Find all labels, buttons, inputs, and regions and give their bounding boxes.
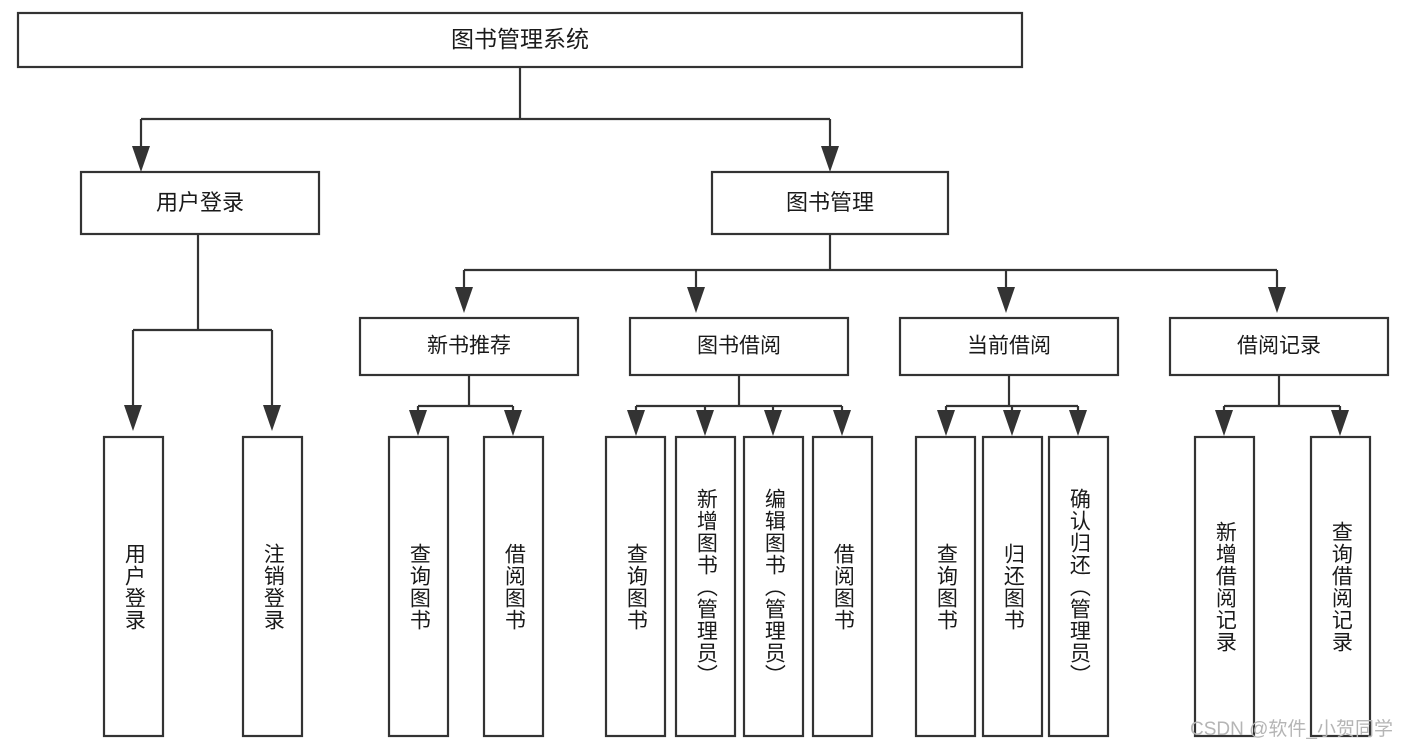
leaf-box-user-login[interactable] <box>102 435 165 738</box>
arrow-to-leaf-return-book <box>1003 410 1021 436</box>
arrow-to-leaf-add-record <box>1215 410 1233 436</box>
arrow-to-user-login <box>132 146 150 172</box>
connectors-borrow-record-to-leaves <box>1215 375 1349 436</box>
connectors-user-login-to-leaves <box>124 234 281 431</box>
leaf-box-query-book-1[interactable] <box>387 435 450 738</box>
connectors-book-borrow-to-leaves <box>627 375 851 436</box>
connectors-new-book-recommend-to-leaves <box>409 375 522 436</box>
node-book-borrow[interactable]: 图书借阅 <box>628 316 850 377</box>
arrow-to-current-borrow <box>997 287 1015 313</box>
node-book-borrow-label: 图书借阅 <box>697 335 781 358</box>
leaf-box-query-book-3[interactable] <box>914 435 977 738</box>
leaf-box-borrow-book-1[interactable] <box>482 435 545 738</box>
leaf-box-borrow-book-2[interactable] <box>811 435 874 738</box>
arrow-to-leaf-query-book-3 <box>937 410 955 436</box>
arrow-to-leaf-confirm-return <box>1069 410 1087 436</box>
arrow-to-leaf-user-login <box>124 405 142 431</box>
leaf-box-return-book[interactable] <box>981 435 1044 738</box>
arrow-to-leaf-edit-book <box>764 410 782 436</box>
node-book-manage-label: 图书管理 <box>786 190 874 215</box>
arrow-to-new-book-recommend <box>455 287 473 313</box>
leaf-box-add-record[interactable] <box>1193 435 1256 738</box>
node-borrow-record[interactable]: 借阅记录 <box>1168 316 1390 377</box>
node-current-borrow[interactable]: 当前借阅 <box>898 316 1120 377</box>
node-new-book-recommend-label: 新书推荐 <box>427 335 511 358</box>
leaf-box-user-logout[interactable] <box>241 435 304 738</box>
node-root-label: 图书管理系统 <box>451 26 589 52</box>
arrow-to-leaf-add-book <box>696 410 714 436</box>
node-book-manage[interactable]: 图书管理 <box>710 170 950 236</box>
leaf-box-query-book-2[interactable] <box>604 435 667 738</box>
node-new-book-recommend[interactable]: 新书推荐 <box>358 316 580 377</box>
arrow-to-book-borrow <box>687 287 705 313</box>
leaf-box-confirm-return[interactable] <box>1047 435 1110 738</box>
arrow-to-leaf-query-book-1 <box>409 410 427 436</box>
arrow-to-leaf-query-book-2 <box>627 410 645 436</box>
connectors-book-manage-to-level3 <box>455 234 1286 313</box>
connectors-current-borrow-to-leaves <box>937 375 1087 436</box>
arrow-to-leaf-query-record <box>1331 410 1349 436</box>
arrow-to-leaf-borrow-book-2 <box>833 410 851 436</box>
arrow-to-leaf-borrow-book-1 <box>504 410 522 436</box>
leaf-box-query-record[interactable] <box>1309 435 1372 738</box>
node-user-login[interactable]: 用户登录 <box>79 170 321 236</box>
node-user-login-label: 用户登录 <box>156 190 244 215</box>
leaf-boxes <box>102 435 1372 738</box>
leaf-box-edit-book[interactable] <box>742 435 805 738</box>
arrow-to-borrow-record <box>1268 287 1286 313</box>
node-root[interactable]: 图书管理系统 <box>16 11 1024 69</box>
node-borrow-record-label: 借阅记录 <box>1237 335 1321 358</box>
node-current-borrow-label: 当前借阅 <box>967 335 1051 358</box>
arrow-to-book-manage <box>821 146 839 172</box>
arrow-to-leaf-user-logout <box>263 405 281 431</box>
leaf-box-add-book[interactable] <box>674 435 737 738</box>
connectors-root-to-level2 <box>132 67 839 172</box>
